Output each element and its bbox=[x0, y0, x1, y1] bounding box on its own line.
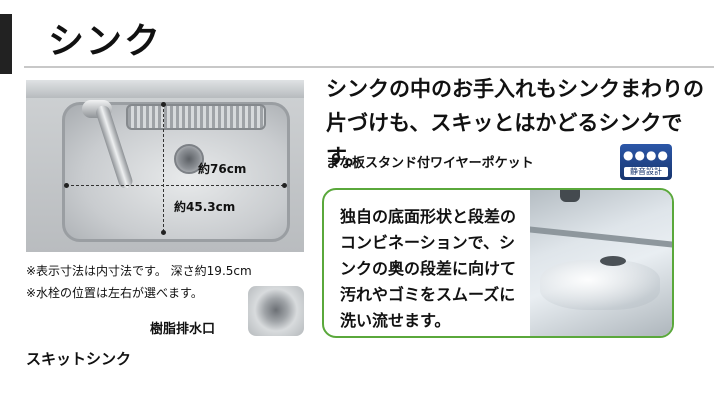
width-dimension-label: 約45.3cm bbox=[174, 200, 236, 214]
quiet-design-badge: ●●●● 静音設計 bbox=[620, 144, 672, 180]
wire-pocket bbox=[126, 104, 266, 130]
water-flow-photo bbox=[530, 190, 672, 336]
note-line-2: ※水栓の位置は左右が選べます。 bbox=[26, 286, 203, 300]
water-splash bbox=[540, 260, 660, 310]
page-title: シンク bbox=[48, 21, 163, 62]
counter-rim bbox=[26, 80, 304, 98]
dimension-dot bbox=[64, 183, 69, 188]
resin-drain-photo bbox=[248, 286, 304, 336]
drain-icon bbox=[174, 144, 204, 174]
title-divider bbox=[24, 66, 714, 68]
notes: ※表示寸法は内寸法です。 深さ約19.5cm ※水栓の位置は左右が選べます。 bbox=[26, 260, 252, 304]
water-drops-icon: ●●●● bbox=[623, 148, 669, 162]
dimension-dot bbox=[282, 183, 287, 188]
sink-photo: 約76cm 約45.3cm bbox=[26, 80, 304, 252]
note-line-1: ※表示寸法は内寸法です。 深さ約19.5cm bbox=[26, 264, 252, 278]
headline: シンクの中のお手入れもシンクまわりの片づけも、スキッとはかどるシンクです。 bbox=[326, 77, 704, 169]
drain-label: 樹脂排水口 bbox=[150, 322, 216, 337]
faucet-spout-icon bbox=[560, 190, 580, 202]
badge-label: 静音設計 bbox=[624, 167, 668, 177]
feature-callout: 独自の底面形状と段差のコンビネーションで、シンクの奥の段差に向けて汚れやゴミをス… bbox=[322, 188, 674, 338]
depth-dimension-label: 約76cm bbox=[198, 162, 247, 176]
width-dimension-line bbox=[66, 185, 284, 186]
title-accent-bar bbox=[0, 14, 12, 74]
dimension-dot bbox=[161, 230, 166, 235]
subhead: まな板スタンド付ワイヤーポケット bbox=[326, 156, 534, 171]
step-edge bbox=[530, 226, 672, 248]
sink-name: スキットシンク bbox=[26, 350, 132, 368]
depth-dimension-line bbox=[163, 104, 164, 232]
dimension-dot bbox=[161, 102, 166, 107]
drain-icon bbox=[600, 256, 626, 266]
feature-callout-text: 独自の底面形状と段差のコンビネーションで、シンクの奥の段差に向けて汚れやゴミをス… bbox=[340, 207, 517, 330]
